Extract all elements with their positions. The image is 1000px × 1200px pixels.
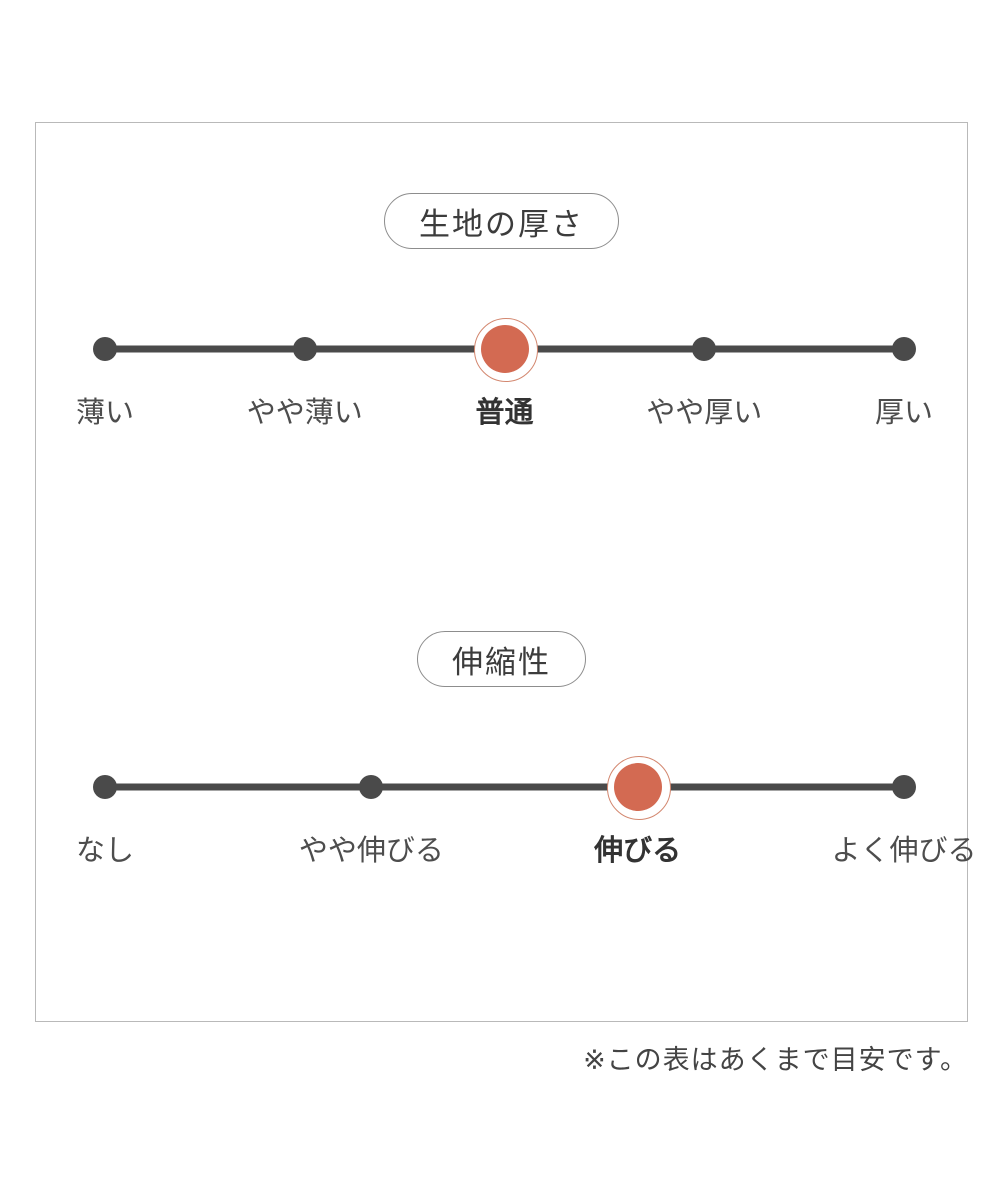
scale-fabric-thickness	[36, 317, 967, 382]
scale-marker	[692, 337, 717, 361]
scale-tick-label: 厚い	[874, 397, 934, 429]
pill-row-stretch: 伸縮性	[36, 631, 967, 687]
scale-marker-active	[480, 325, 529, 373]
tick-labels-stretch: なし やや伸びる 伸びる よく伸びる	[36, 833, 977, 887]
scale-marker	[93, 775, 117, 799]
heading-pill-fabric-thickness: 生地の厚さ	[384, 193, 619, 249]
section-stretchiness: 伸縮性 なし やや伸びる 伸びる よく伸びる	[36, 631, 977, 887]
scale-track-stretch	[105, 783, 904, 791]
scale-tick-label: なし	[75, 835, 135, 867]
scale-tick-label: 伸びる	[594, 835, 682, 867]
section-fabric-thickness: 生地の厚さ 薄い やや薄い 普通 やや厚い 厚い	[36, 193, 967, 449]
heading-pill-stretchiness: 伸縮性	[417, 631, 586, 687]
scale-marker	[892, 337, 916, 361]
scale-marker	[93, 337, 117, 361]
scale-tick-label: よく伸びる	[831, 835, 977, 867]
footnote-disclaimer: ※この表はあくまで目安です。	[583, 1045, 968, 1075]
scale-tick-label: 普通	[475, 397, 534, 429]
scale-marker	[892, 775, 916, 799]
scale-tick-label: やや伸びる	[298, 835, 444, 867]
scale-stretchiness	[36, 755, 967, 820]
pill-row-thickness: 生地の厚さ	[36, 193, 967, 249]
scale-tick-label: 薄い	[75, 397, 135, 429]
scale-marker-active	[613, 763, 662, 811]
tick-labels-thickness: 薄い やや薄い 普通 やや厚い 厚い	[36, 395, 967, 449]
spec-panel: 生地の厚さ 薄い やや薄い 普通 やや厚い 厚い 伸縮性	[35, 122, 977, 1022]
scale-tick-label: やや薄い	[246, 397, 363, 429]
scale-marker	[359, 775, 384, 799]
scale-marker	[292, 337, 317, 361]
scale-tick-label: やや厚い	[646, 397, 763, 429]
